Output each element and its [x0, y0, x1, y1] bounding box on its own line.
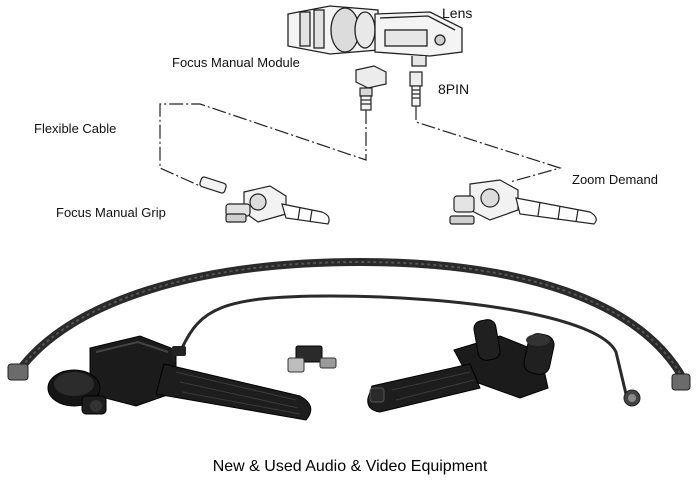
photo-cable-ends: [7, 363, 691, 407]
focus-manual-module-label: Focus Manual Module: [172, 55, 300, 70]
eight-pin-connector-drawing: [409, 71, 423, 107]
lens-label: Lens: [442, 5, 473, 21]
zoom-demand-drawing: [449, 179, 597, 225]
lens-drawing: [287, 5, 463, 67]
flexible-cable-label: Flexible Cable: [34, 121, 117, 136]
schematic-cables: [159, 103, 563, 187]
photo-zoom-demand: [367, 319, 555, 413]
focus-module-drawing: [355, 65, 387, 111]
photo-focus-grip: [47, 335, 312, 421]
focus-manual-grip-label: Focus Manual Grip: [56, 205, 166, 220]
focus-grip-drawing: [199, 176, 330, 225]
eight-pin-label: 8PIN: [438, 81, 470, 97]
caption-text: New & Used Audio & Video Equipment: [212, 458, 488, 475]
zoom-demand-label: Zoom Demand: [572, 172, 658, 187]
photo-flex-cable: [14, 257, 688, 395]
photo-module-connector: [287, 345, 337, 373]
